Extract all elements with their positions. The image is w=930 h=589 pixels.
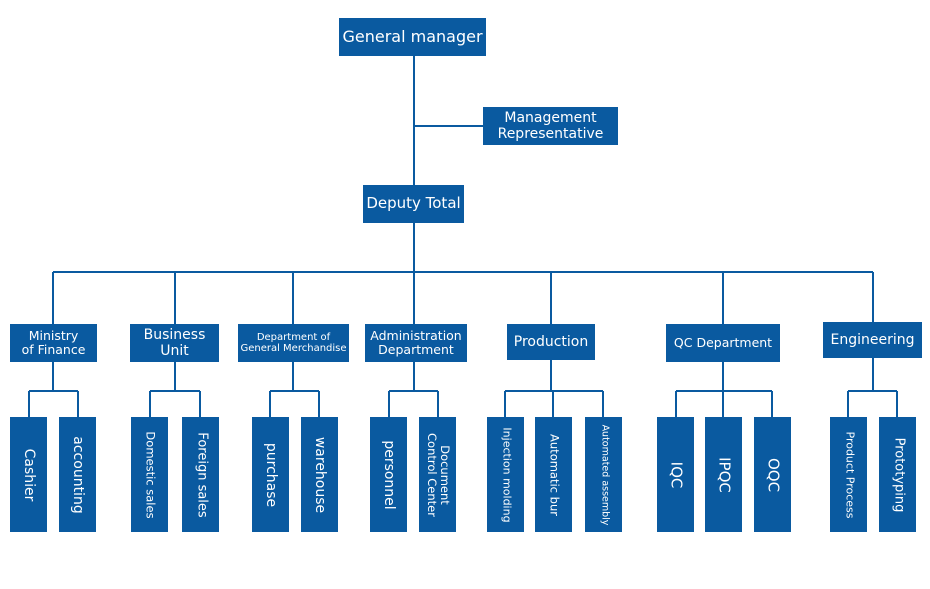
leaf-foreign-sales: Foreign sales bbox=[182, 417, 219, 532]
leaf-label: personnel bbox=[380, 439, 397, 510]
leaf-document-control-center: Document Control Center bbox=[419, 417, 456, 532]
leaf-label: purchase bbox=[262, 442, 279, 507]
leaf-label: Domestic sales bbox=[143, 430, 158, 519]
node-general-manager-label: General manager bbox=[342, 26, 483, 46]
leaf-label-line1: Document bbox=[437, 444, 452, 505]
leaf-label: Product Process bbox=[842, 431, 856, 518]
leaf-ipqc: IPQC bbox=[705, 417, 742, 532]
leaf-label: Prototyping bbox=[890, 437, 906, 512]
node-dept-production: Production bbox=[507, 324, 595, 360]
node-dept-administration: Administration Department bbox=[365, 324, 467, 362]
node-deputy-total: Deputy Total bbox=[363, 185, 464, 223]
leaf-prototyping: Prototyping bbox=[879, 417, 916, 532]
leaf-label: Cashier bbox=[20, 448, 37, 501]
node-dept-label-line2: General Merchandise bbox=[240, 343, 347, 354]
node-management-representative-line2: Representative bbox=[497, 126, 604, 142]
node-dept-engineering: Engineering bbox=[823, 322, 922, 358]
leaf-label: Foreign sales bbox=[193, 431, 209, 518]
node-dept-label-line1: Ministry bbox=[28, 327, 79, 343]
leaf-label-stack: Document Control Center bbox=[424, 432, 452, 517]
leaf-label-line2: Control Center bbox=[424, 432, 439, 517]
leaf-automated-assembly: Automated assembly bbox=[585, 417, 622, 532]
leaf-accounting: accounting bbox=[59, 417, 96, 532]
leaf-product-process: Product Process bbox=[830, 417, 867, 532]
leaf-label: Injection molding bbox=[499, 426, 513, 523]
leaf-domestic-sales: Domestic sales bbox=[131, 417, 168, 532]
leaf-warehouse: warehouse bbox=[301, 417, 338, 532]
node-dept-merchandise: Department of General Merchandise bbox=[238, 324, 349, 362]
leaf-oqc: OQC bbox=[754, 417, 791, 532]
leaf-iqc: IQC bbox=[657, 417, 694, 532]
node-dept-finance: Ministry of Finance bbox=[10, 324, 97, 362]
node-dept-business: Business Unit bbox=[130, 324, 219, 362]
node-dept-label-line1: Administration bbox=[370, 327, 462, 343]
node-dept-label-line1: Production bbox=[513, 333, 589, 350]
node-deputy-total-label: Deputy Total bbox=[366, 194, 461, 213]
node-dept-label-line2: Department bbox=[378, 342, 454, 357]
leaf-label: IQC bbox=[667, 461, 686, 488]
node-management-representative: Management Representative bbox=[483, 107, 618, 145]
leaf-label: IPQC bbox=[715, 456, 734, 493]
node-management-representative-line1: Management bbox=[504, 109, 597, 126]
node-dept-label-line1: Engineering bbox=[830, 331, 915, 348]
node-general-manager: General manager bbox=[339, 18, 486, 56]
leaf-label: OQC bbox=[764, 457, 783, 492]
node-dept-qc: QC Department bbox=[666, 324, 780, 362]
leaf-label: Automatic bur bbox=[547, 433, 562, 516]
leaf-label: accounting bbox=[69, 435, 86, 514]
node-dept-label-line1: Department of bbox=[256, 331, 331, 343]
node-dept-label-line2: Unit bbox=[160, 343, 189, 359]
leaf-cashier: Cashier bbox=[10, 417, 47, 532]
node-dept-label-line1: QC Department bbox=[673, 334, 773, 350]
node-dept-label-line1: Business bbox=[143, 326, 206, 343]
leaf-automatic-bur: Automatic bur bbox=[535, 417, 572, 532]
leaf-personnel: personnel bbox=[370, 417, 407, 532]
leaf-purchase: purchase bbox=[252, 417, 289, 532]
node-dept-label-line2: of Finance bbox=[21, 342, 86, 357]
leaf-label: warehouse bbox=[311, 436, 328, 513]
leaf-label: Automated assembly bbox=[598, 424, 610, 525]
leaf-injection-molding: Injection molding bbox=[487, 417, 524, 532]
